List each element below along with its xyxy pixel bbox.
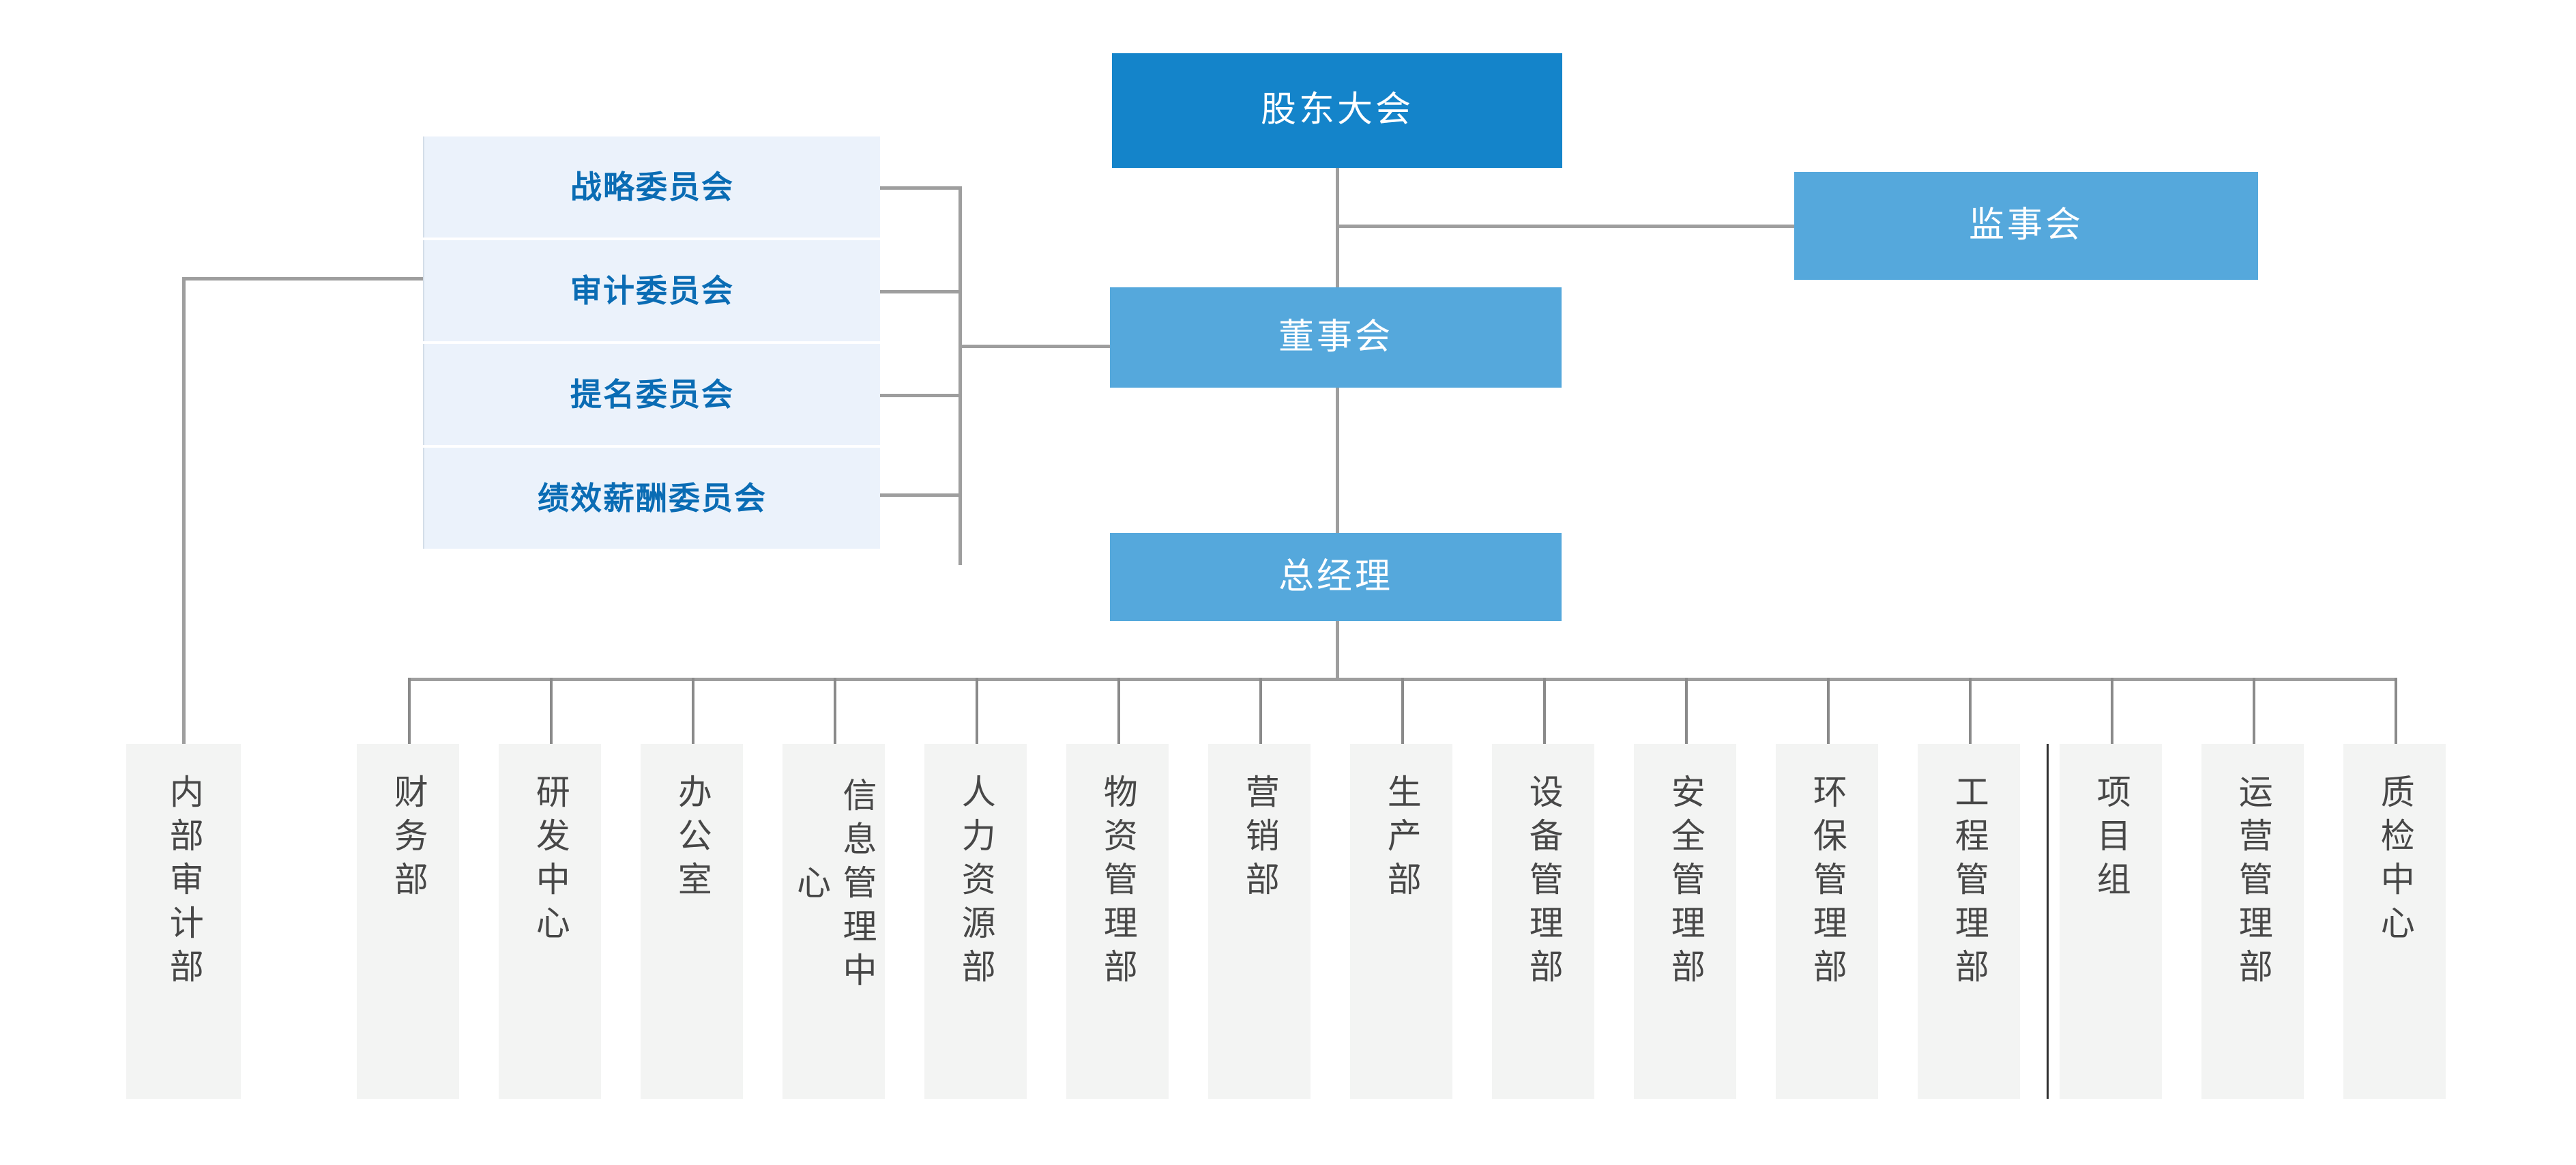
node-department-finance[interactable]: 财务部 [357, 744, 459, 1099]
node-label: 人力资源部 [956, 774, 995, 992]
node-department-safety-management[interactable]: 安全管理部 [1634, 744, 1736, 1099]
connector-drop-project [2111, 678, 2113, 744]
connector-drop-qc [2395, 678, 2397, 744]
node-department-production[interactable]: 生产部 [1350, 744, 1452, 1099]
node-department-engineering-management[interactable]: 工程管理部 [1918, 744, 2020, 1099]
node-internal-audit-department[interactable]: 内部审计部 [126, 744, 241, 1099]
node-committee-nomination[interactable]: 提名委员会 [423, 344, 880, 445]
connector-drop-operations [2253, 678, 2255, 744]
node-department-project-team[interactable]: 项目组 [2060, 744, 2162, 1099]
connector-drop-engineering [1969, 678, 1972, 744]
node-department-equipment-management[interactable]: 设备管理部 [1492, 744, 1594, 1099]
node-department-rnd-center[interactable]: 研发中心 [499, 744, 601, 1099]
node-department-materials-management[interactable]: 物资管理部 [1066, 744, 1169, 1099]
node-label: 研发中心 [531, 774, 570, 949]
node-committee-compensation[interactable]: 绩效薪酬委员会 [423, 448, 880, 549]
connector-drop-finance [408, 678, 411, 744]
connector-board-to-committee-trunk [958, 345, 1110, 348]
connector-gm-down [1336, 621, 1339, 681]
connector-drop-it [834, 678, 836, 744]
connector-drop-office [692, 678, 694, 744]
node-general-manager[interactable]: 总经理 [1110, 533, 1562, 621]
connector-committee-compensation [880, 493, 962, 497]
vertical-divider-rule [2047, 744, 2049, 1099]
connector-board-to-gm [1336, 388, 1339, 533]
node-department-information-management-center[interactable]: 信息管理中心 [782, 744, 885, 1099]
node-department-human-resources[interactable]: 人力资源部 [924, 744, 1027, 1099]
connector-drop-rnd [550, 678, 553, 744]
connector-committee-nomination [880, 394, 962, 397]
node-label: 总经理 [1278, 556, 1393, 596]
connector-drop-environment [1827, 678, 1830, 744]
node-label: 营销部 [1240, 774, 1279, 905]
node-shareholders-meeting[interactable]: 股东大会 [1112, 53, 1562, 168]
connector-committee-strategy [880, 186, 962, 190]
connector-drop-production [1401, 678, 1404, 744]
node-label: 战略委员会 [570, 169, 734, 205]
node-label: 办公室 [673, 774, 712, 905]
node-label: 财务部 [389, 774, 428, 905]
connector-committee-audit [880, 290, 962, 293]
connector-audit-committee-to-internal-audit-h [182, 277, 426, 281]
node-label: 环保管理部 [1808, 774, 1847, 992]
node-department-office[interactable]: 办公室 [641, 744, 743, 1099]
node-department-environmental-management[interactable]: 环保管理部 [1776, 744, 1878, 1099]
node-label: 生产部 [1382, 774, 1421, 905]
connector-drop-equipment [1543, 678, 1546, 744]
node-label: 安全管理部 [1666, 774, 1705, 992]
node-committee-strategy[interactable]: 战略委员会 [423, 136, 880, 238]
node-label: 工程管理部 [1950, 774, 1989, 992]
connector-audit-committee-to-internal-audit-v [182, 277, 186, 744]
connector-drop-materials [1117, 678, 1120, 744]
node-label: 审计委员会 [570, 272, 734, 308]
node-label: 物资管理部 [1098, 774, 1137, 992]
connector-drop-hr [976, 678, 978, 744]
node-department-quality-inspection-center[interactable]: 质检中心 [2343, 744, 2446, 1099]
node-label: 董事会 [1278, 317, 1393, 357]
node-label: 质检中心 [2375, 774, 2414, 949]
node-label: 运营管理部 [2234, 774, 2272, 992]
node-committee-audit[interactable]: 审计委员会 [423, 240, 880, 341]
node-label: 设备管理部 [1524, 774, 1563, 992]
node-board-of-directors[interactable]: 董事会 [1110, 287, 1562, 388]
node-label: 股东大会 [1260, 90, 1414, 130]
node-label: 监事会 [1968, 205, 2083, 246]
node-label: 内部审计部 [164, 774, 203, 992]
connector-committee-trunk [958, 186, 962, 565]
node-department-marketing[interactable]: 营销部 [1208, 744, 1311, 1099]
connector-shareholders-to-supervisory [1336, 225, 1794, 228]
node-label: 项目组 [2092, 774, 2131, 905]
node-supervisory-board[interactable]: 监事会 [1794, 172, 2258, 280]
node-label: 提名委员会 [570, 376, 734, 412]
node-label: 绩效薪酬委员会 [538, 480, 767, 516]
connector-drop-marketing [1259, 678, 1262, 744]
connector-shareholders-to-board [1336, 168, 1339, 291]
connector-drop-safety [1685, 678, 1688, 744]
node-label: 信息管理中心 [792, 777, 877, 996]
node-department-operations-management[interactable]: 运营管理部 [2201, 744, 2304, 1099]
